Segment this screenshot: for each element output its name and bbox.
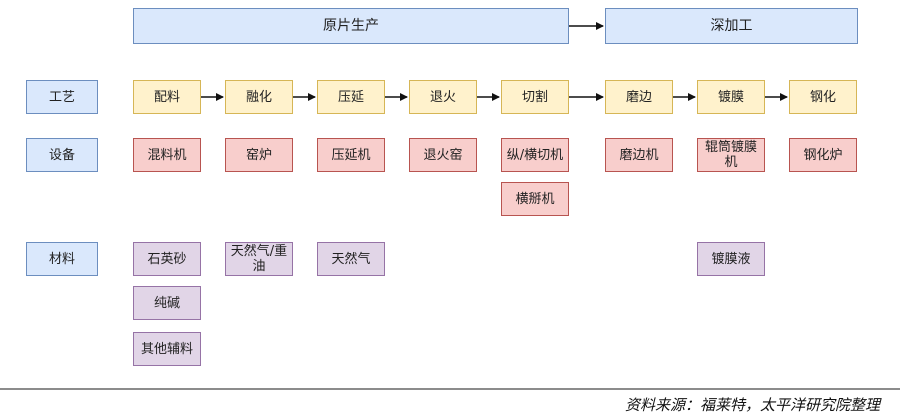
process-step-cutting: 切割: [501, 80, 569, 114]
process-step-annealing: 退火: [409, 80, 477, 114]
equipment-mixer: 混料机: [133, 138, 201, 172]
process-step-melting: 融化: [225, 80, 293, 114]
material-gas-heavy-oil: 天然气/重油: [225, 242, 293, 276]
material-natural-gas: 天然气: [317, 242, 385, 276]
process-step-edging: 磨边: [605, 80, 673, 114]
equipment-cutter: 纵/横切机: [501, 138, 569, 172]
material-other-auxiliaries: 其他辅料: [133, 332, 201, 366]
row-label-equipment: 设备: [26, 138, 98, 172]
process-step-coating: 镀膜: [697, 80, 765, 114]
row-label-process: 工艺: [26, 80, 98, 114]
footer-divider: [0, 388, 900, 390]
equipment-snapper: 横掰机: [501, 182, 569, 216]
material-soda-ash: 纯碱: [133, 286, 201, 320]
equipment-edger: 磨边机: [605, 138, 673, 172]
equipment-tempering-furnace: 钢化炉: [789, 138, 857, 172]
equipment-kiln: 窑炉: [225, 138, 293, 172]
equipment-calender: 压延机: [317, 138, 385, 172]
material-quartz-sand: 石英砂: [133, 242, 201, 276]
phase-raw-production: 原片生产: [133, 8, 569, 44]
process-step-batching: 配料: [133, 80, 201, 114]
process-step-tempering: 钢化: [789, 80, 857, 114]
equipment-annealing-lehr: 退火窑: [409, 138, 477, 172]
equipment-roller-coater: 辊筒镀膜机: [697, 138, 765, 172]
material-coating-liquid: 镀膜液: [697, 242, 765, 276]
process-step-rolling: 压延: [317, 80, 385, 114]
source-note: 资料来源：福莱特，太平洋研究院整理: [624, 396, 880, 414]
row-label-materials: 材料: [26, 242, 98, 276]
phase-deep-processing: 深加工: [605, 8, 858, 44]
